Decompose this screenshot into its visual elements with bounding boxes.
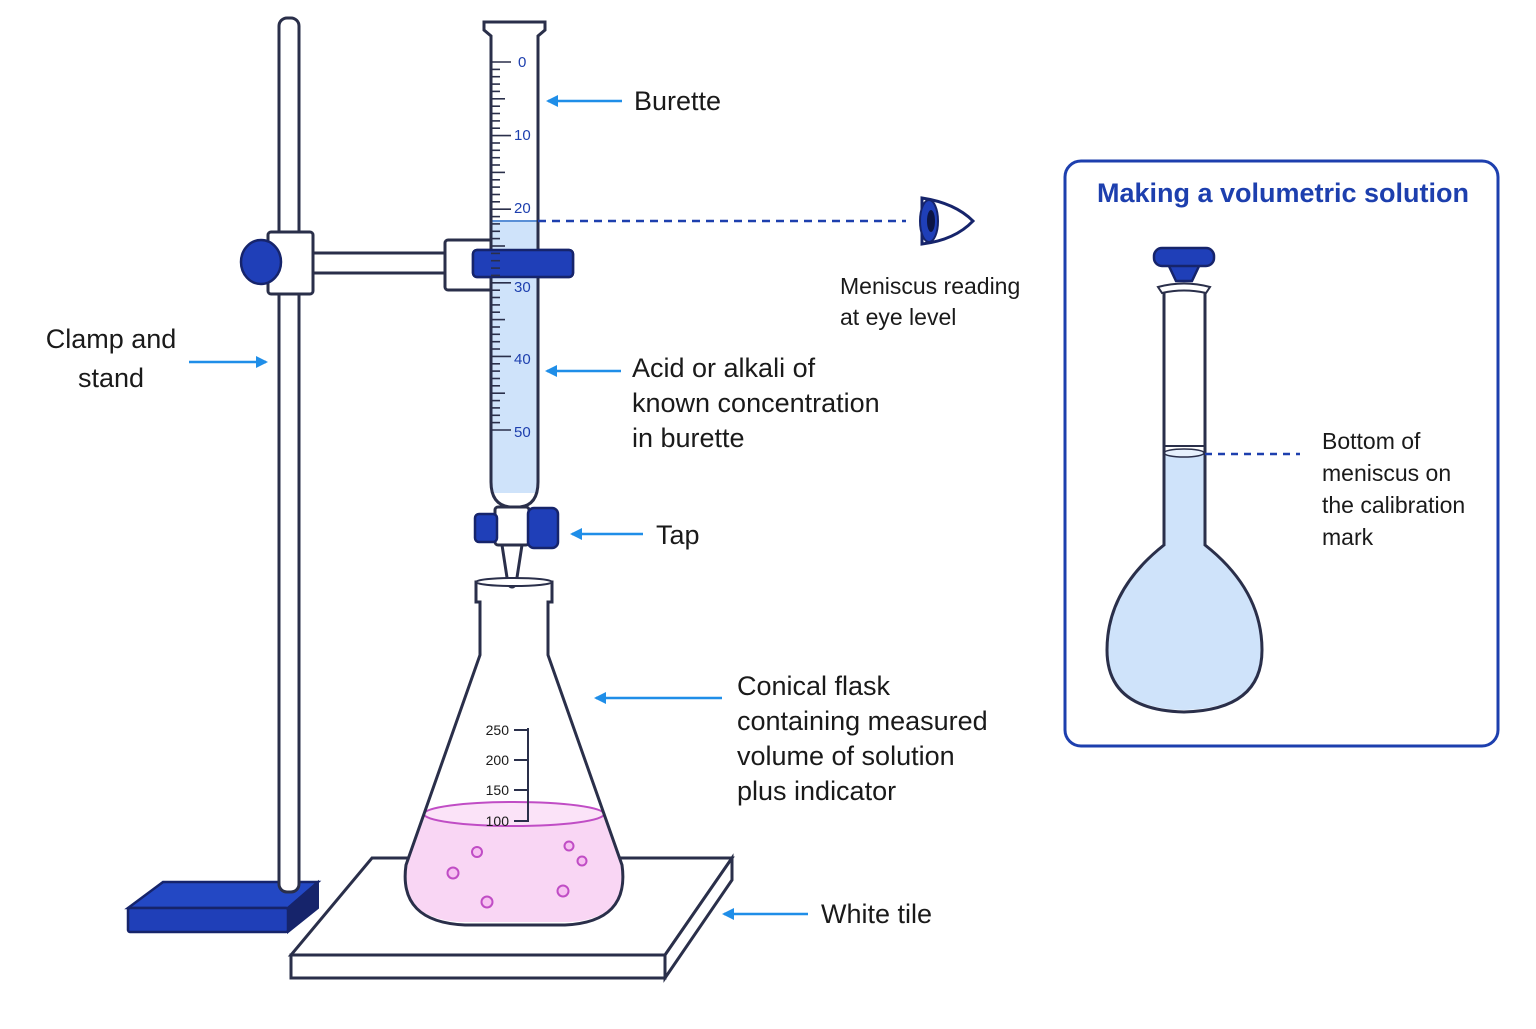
burette-scale-50: 50 (514, 424, 531, 441)
calibration-line-3: the calibration (1322, 492, 1466, 518)
conical-flask-label: Conical flask containing measured volume… (737, 669, 988, 809)
label-arrows (189, 95, 808, 920)
flask-scale-200: 200 (486, 752, 510, 768)
eye-icon (919, 196, 976, 246)
tap-label: Tap (656, 518, 700, 553)
acid-alkali-line-2: known concentration (632, 388, 880, 418)
meniscus-eye-line-2: at eye level (840, 304, 957, 330)
burette-scale-30: 30 (514, 279, 531, 296)
clamp-stand-line-1: Clamp and (45, 324, 177, 354)
conical-flask-line-3: volume of solution (737, 741, 955, 771)
panel-title: Making a volumetric solution (1096, 178, 1470, 208)
acid-alkali-line-3: in burette (632, 423, 745, 453)
clamp-arm (306, 251, 455, 275)
indicator-bubbles (446, 840, 588, 909)
flask-scale-100: 100 (486, 813, 510, 829)
white-tile-label-text: White tile (821, 899, 933, 929)
clamp-stand-line-2: stand (77, 363, 145, 393)
calibration-line-2: meniscus on (1322, 460, 1452, 486)
tap-label-text: Tap (656, 520, 700, 550)
burette-scale-20: 20 (514, 200, 531, 217)
burette-label-text: Burette (634, 86, 722, 116)
tap (473, 505, 560, 589)
conical-flask-line-1: Conical flask (737, 671, 891, 701)
burette-label: Burette (634, 84, 721, 119)
meniscus-eye-line-1: Meniscus reading (840, 273, 1021, 299)
burette-scale: 0 10 20 30 40 50 (514, 54, 531, 441)
acid-alkali-label: Acid or alkali of known concentration in… (632, 351, 880, 456)
conical-flask-line-2: containing measured (737, 706, 988, 736)
conical-flask: 250 200 150 100 (403, 577, 625, 927)
clamp-stand-label: Clamp and stand (40, 322, 182, 396)
calibration-mark-label: Bottom of meniscus on the calibration ma… (1322, 425, 1465, 553)
white-tile-label: White tile (821, 897, 932, 932)
calibration-line-4: mark (1322, 524, 1374, 550)
acid-alkali-line-1: Acid or alkali of (632, 353, 816, 383)
boss-screw-knob (239, 238, 283, 286)
flask-scale: 250 200 150 100 (486, 722, 529, 829)
flask-liquid (405, 814, 623, 922)
stopper-icon (1152, 246, 1216, 283)
volumetric-liquid (1107, 453, 1262, 710)
flask-scale-250: 250 (486, 722, 510, 738)
burette-scale-0: 0 (518, 54, 526, 71)
burette-scale-40: 40 (514, 351, 531, 368)
stand-rod (277, 16, 301, 894)
meniscus-eye-label: Meniscus reading at eye level (840, 271, 1020, 333)
burette-graduations (491, 61, 511, 431)
burette-scale-10: 10 (514, 127, 531, 144)
volumetric-panel (1063, 159, 1500, 748)
burette: 0 10 20 30 40 50 (471, 20, 575, 589)
calibration-line-1: Bottom of (1322, 428, 1421, 454)
flask-scale-150: 150 (486, 782, 510, 798)
conical-flask-line-4: plus indicator (737, 776, 897, 806)
